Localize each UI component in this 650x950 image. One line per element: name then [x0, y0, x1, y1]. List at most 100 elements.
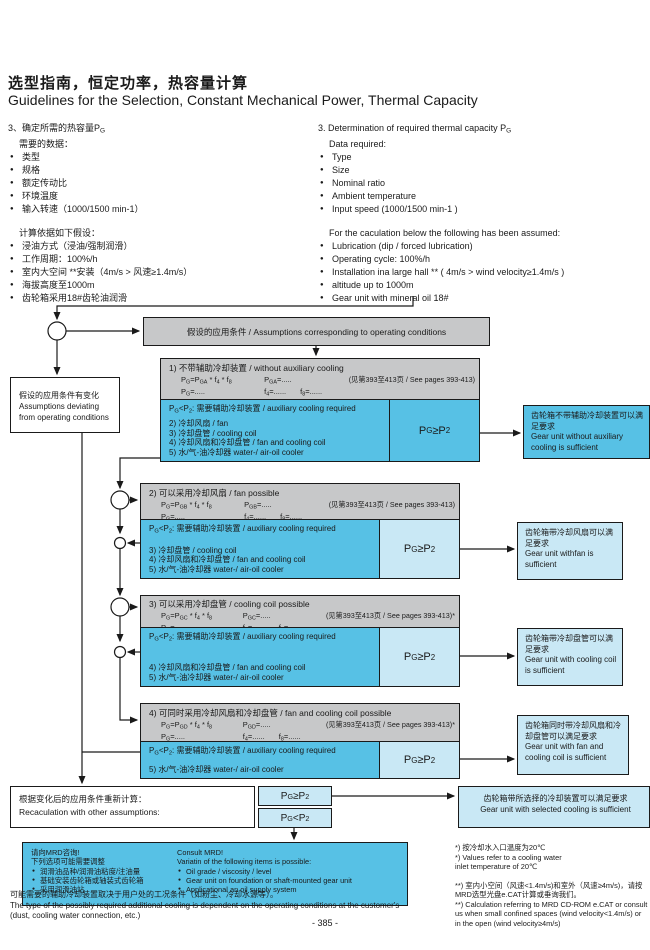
mrd-sub-en: Variatin of the following items is possi…: [177, 857, 312, 867]
mrd-item-zh: 基础安装齿轮箱或轴装式齿轮箱: [31, 876, 177, 886]
formula-value: PG=.....: [161, 732, 186, 742]
cooling-option: 5) 水/气-油冷却器 water-/ air-oil cooler: [169, 447, 304, 457]
list-item: Gear unit with mineral oil 18#: [318, 292, 650, 305]
var-value: f8=......: [280, 512, 303, 520]
footer-note-en1: The type of the possibly required additi…: [10, 900, 400, 910]
list-item: 浸油方式（浸油/强制润滑）: [8, 240, 313, 253]
recalculation-box: 根据变化后的应用条件重新计算： Recaculation with other …: [10, 786, 255, 828]
mrd-sub-zh: 下列选项可能需要调整: [31, 857, 105, 867]
list-item: 室内大空间 **安装（4m/s > 风速≥1.4m/s）: [8, 266, 313, 279]
result-zh: 齿轮箱不带辅助冷却装置可以满足要求: [531, 411, 643, 431]
mrd-item-zh: 润滑油品种/润滑油粘度/注油量: [31, 867, 177, 877]
cooling-option: 4) 冷却风扇和冷却盘管 / fan and cooling coil: [149, 555, 306, 564]
var-value: PGD=.....: [242, 720, 271, 731]
list-item: Size: [318, 164, 650, 177]
list-item: Nominal ratio: [318, 177, 650, 190]
page-reference: (见第393至413页 / See pages 393-413)*: [325, 720, 455, 729]
list-item: 环境温度: [8, 190, 313, 203]
junction-circle-3: [113, 536, 127, 550]
assumptions-heading-zh: 计算依据如下假设：: [19, 227, 101, 238]
var-value: f4=......: [264, 387, 287, 398]
cooling-option: 5) 水/气-油冷却器 water-/ air-oil cooler: [149, 672, 284, 682]
result-box-selected-cooling: 齿轮箱带所选择的冷却装置可以满足要求 Gear unit with select…: [458, 786, 650, 828]
cooling-option: 5) 水/气-油冷却器 water-/ air-oil cooler: [149, 564, 284, 574]
cooling-option: 2) 冷却风扇 / fan: [169, 419, 229, 428]
list-item: 类型: [8, 151, 313, 164]
result-zh: 齿轮箱带所选择的冷却装置可以满足要求: [483, 794, 628, 803]
condition-label: PG<P2: 需要辅助冷却装置 / auxiliary cooling requ…: [149, 524, 336, 535]
cooling-option: 3) 冷却盘管 / cooling coil: [169, 428, 257, 438]
flow-block-4: 4) 可同时采用冷却风扇和冷却盘管 / fan and cooling coil…: [140, 703, 460, 779]
var-value: PGA=.....: [264, 375, 292, 386]
var-value: f8=......: [278, 732, 301, 742]
result-en: Gear unit withfan is sufficient: [525, 549, 594, 569]
result-en: Gear unit with selected cooling is suffi…: [480, 804, 631, 814]
block-1-title: 1) 不带辅助冷却装置 / without auxiliary cooling: [169, 363, 344, 373]
list-item: altitude up to 1000m: [318, 279, 650, 292]
var-value: f4=......: [242, 732, 265, 742]
condition-label: PG<P2: 需要辅助冷却装置 / auxiliary cooling requ…: [149, 746, 336, 757]
condition-label: PG<P2: 需要辅助冷却装置 / auxiliary cooling requ…: [149, 632, 336, 643]
page-title-zh: 选型指南，恒定功率，热容量计算: [8, 75, 249, 92]
cooling-option: 4) 冷却风扇和冷却盘管 / fan and cooling coil: [169, 438, 326, 447]
footer-note: 可能需要的辅助冷却装置取决于用户处的工况条件（如粉尘、冷却水源等）。 The t…: [10, 890, 450, 922]
result-zh: 齿轮箱带冷却盘管可以满足要求: [525, 634, 613, 654]
mrd-title-en: Consult MRD!: [177, 848, 223, 857]
data-required-label-en: Data required:: [329, 138, 387, 149]
footer-note-en2: (dust, cooling water connection, etc.): [10, 911, 141, 920]
var-value: PGC=.....: [242, 611, 271, 622]
section-heading-zh: 3、确定所需的热容量PG: [8, 123, 106, 135]
page-reference: (见第393至413页 / See pages 393-413)*: [325, 611, 455, 620]
list-item: Lubrication (dip / forced lubrication): [318, 240, 650, 253]
section-heading-en: 3. Determination of required thermal cap…: [318, 123, 512, 135]
flow-block-2: 2) 可以采用冷却风扇 / fan possible PG=PGB * f4 *…: [140, 483, 460, 579]
data-required-list-zh: 3、确定所需的热容量PG 需要的数据： 类型 规格 额定传动比 环境温度 输入转…: [8, 122, 313, 305]
condition-label: PG<P2: 需要辅助冷却装置 / auxiliary cooling requ…: [169, 404, 356, 415]
junction-circle-5: [113, 645, 127, 659]
block-2-header: 2) 可以采用冷却风扇 / fan possible PG=PGB * f4 *…: [141, 484, 459, 520]
mrd-item-en: Gear unit on foundation or shaft-mounted…: [177, 876, 403, 886]
result-zh: 齿轮箱带冷却风扇可以满足要求: [525, 528, 613, 548]
junction-circle-4: [110, 597, 130, 617]
result-en: Gear unit without auxiliary cooling is s…: [531, 432, 624, 452]
assumptions-box: 假设的应用条件 / Assumptions corresponding to o…: [143, 317, 490, 346]
var-value: f8=......: [278, 623, 301, 628]
junction-circle-1: [47, 321, 67, 341]
var-value: f8=......: [300, 387, 323, 398]
mrd-title-zh: 请向MRD咨询!: [31, 848, 80, 857]
deviating-en-line1: Assumptions deviating: [19, 402, 100, 411]
block-3-title: 3) 可以采用冷却盘管 / cooling coil possible: [149, 599, 310, 609]
formula: PG=PGD * f4 * f8: [161, 720, 213, 731]
deviating-en-line2: from operating conditions: [19, 413, 109, 422]
block-4-header: 4) 可同时采用冷却风扇和冷却盘管 / fan and cooling coil…: [141, 704, 459, 742]
deviating-assumptions-box: 假设的应用条件有变化 Assumptions deviating from op…: [10, 377, 120, 433]
footnote-star-en: *) Values refer to a cooling water: [455, 852, 562, 862]
list-item: 规格: [8, 164, 313, 177]
var-value: PGB=.....: [244, 500, 272, 511]
block-3-header: 3) 可以采用冷却盘管 / cooling coil possible PG=P…: [141, 596, 459, 628]
page-number: - 385 -: [311, 918, 338, 928]
mrd-item-en: Applicational an oil supply system: [177, 885, 403, 895]
page-title-en: Guidelines for the Selection, Constant M…: [8, 92, 478, 108]
mrd-item-zh: 采用润滑油站: [31, 885, 177, 895]
list-item: 海拔高度至1000m: [8, 279, 313, 292]
data-required-list-en: 3. Determination of required thermal cap…: [318, 122, 650, 305]
flow-block-3: 3) 可以采用冷却盘管 / cooling coil possible PG=P…: [140, 595, 460, 687]
mrd-item-en: Oil grade / viscosity / level: [177, 867, 403, 877]
cooling-option: 4) 冷却风扇和冷却盘管 / fan and cooling coil: [149, 663, 306, 672]
formula: PG=PGC * f4 * f8: [161, 611, 213, 622]
list-item: 输入转速（1000/1500 min-1）: [8, 203, 313, 216]
footnote-dstar-zh1: **) 室内小空间（风速<1.4m/s)和室外（风速≥4m/s)，请按: [455, 880, 643, 890]
list-item: Type: [318, 151, 650, 164]
result-en: Gear unit with fan and cooling coil is s…: [525, 742, 607, 762]
deviating-zh: 假设的应用条件有变化: [19, 391, 99, 400]
page-reference: (见第393至413页 / See pages 393-413): [328, 500, 455, 509]
footnote-dstar-zh2: MRD选型光盘e.CAT计算或垂询我们。: [455, 890, 581, 899]
